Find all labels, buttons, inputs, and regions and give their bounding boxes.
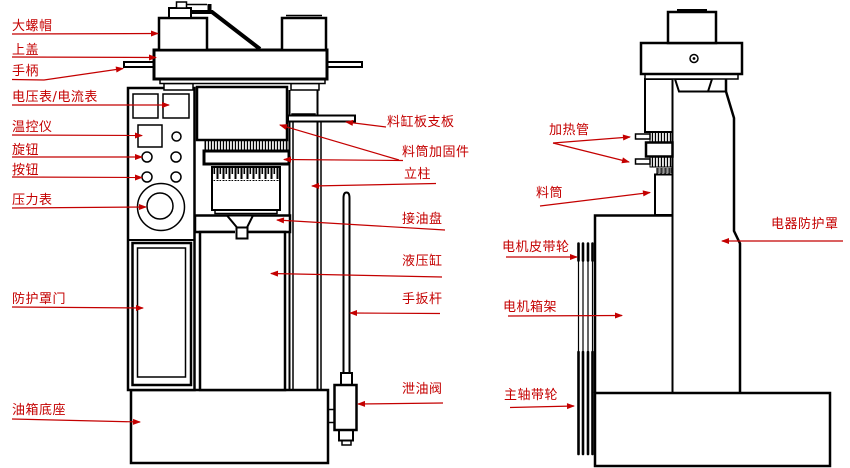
leader-guard-door [11,304,144,311]
label-guard-door: 防护罩门 [12,292,67,307]
label-temp-controller: 温控仪 [12,120,53,135]
side-heater-1 [649,131,673,143]
leader-lines [11,30,843,425]
front-barrel-ring [202,149,291,166]
label-top-cover: 上盖 [12,43,40,58]
side-base [593,391,832,468]
label-heating-tube: 加热管 [549,123,590,138]
label-hydraulic-cylinder: 液压缸 [402,254,443,269]
label-voltmeter-ammeter: 电压表/电流表 [12,90,98,105]
label-pressure-gauge: 压力表 [12,193,53,208]
side-view [577,9,832,468]
label-push-button: 按钮 [12,163,40,178]
side-motor-pulley [577,242,594,262]
label-column: 立柱 [404,167,432,182]
label-knob: 旋钮 [12,143,40,158]
side-piston [673,78,714,93]
label-electric-guard-cover: 电器防护罩 [771,217,839,232]
leader-barrel-reinforcement [283,156,404,163]
front-voltmeter [132,93,159,119]
front-pressure-gauge-dial [146,192,174,220]
side-cap [666,10,718,45]
label-oil-pan: 接油盘 [402,212,443,227]
front-oil-tank-base [129,388,330,465]
side-belts [577,243,594,455]
label-oil-tank-base: 油箱底座 [12,403,67,418]
leader-cylinder-plate-support [345,119,387,128]
front-hand-lever-rod [342,191,351,373]
label-hand-lever: 手扳杆 [402,292,443,307]
front-big-nut [157,16,209,52]
label-motor-frame: 电机箱架 [503,300,558,315]
leader-push-button [11,174,143,181]
leader-pressure-gauge [11,204,147,211]
side-motor-box [593,214,673,393]
leader-handle [11,66,124,81]
label-oil-drain-valve: 泄油阀 [402,382,443,397]
front-indicator [171,131,182,142]
front-view [123,1,363,465]
side-heater-2 [649,156,673,168]
front-top-cover [152,48,329,81]
front-guard-door-panel [136,247,187,378]
leader-hand-lever [349,310,441,317]
front-handle-left [123,61,156,68]
front-press-head [195,85,289,142]
leader-column [311,182,437,189]
side-heater-tab-2 [634,158,651,165]
label-big-screw-cap: 大螺帽 [12,19,53,34]
side-guard-hood [724,79,742,393]
leader-barrel-reinforcement [279,124,400,161]
leader-oil-pan [276,217,446,231]
front-button-2 [170,171,182,183]
label-spindle-pulley: 主轴带轮 [504,388,559,403]
leader-temp-controller [11,132,143,139]
label-feed-barrel: 料筒 [536,186,564,201]
front-drain-valve [333,383,358,432]
label-handle: 手柄 [12,64,40,79]
side-head [639,41,744,76]
front-lever-arm [191,10,262,51]
front-barrel-teeth [213,167,279,181]
leader-big-screw-cap [11,30,159,37]
label-barrel-reinforcement: 料筒加固件 [402,145,470,160]
leader-hydraulic-cylinder [270,270,443,278]
front-handle-right [326,61,363,68]
leader-heating-tube [552,142,630,164]
leader-feed-barrel [539,190,651,207]
side-spindle-pulley [577,350,594,456]
front-hydraulic-cylinder [198,230,287,392]
front-guard-door [131,241,193,387]
leader-top-cover [11,54,157,61]
front-cylinder-plate-support [287,114,356,123]
leader-motor-frame [507,312,623,319]
front-spout [235,226,249,240]
leader-spindle-pulley [509,403,575,410]
leader-oil-drain-valve [357,400,444,407]
front-heater-band [204,140,288,151]
leader-heating-tube [552,134,631,144]
leader-oil-tank-base [11,418,141,425]
side-feed-barrel [654,173,674,216]
front-knob-2 [170,151,182,163]
label-motor-pulley: 电机皮带轮 [502,240,570,255]
label-cylinder-plate-support: 料缸板支板 [387,115,455,130]
side-heater-tab-1 [634,133,651,140]
